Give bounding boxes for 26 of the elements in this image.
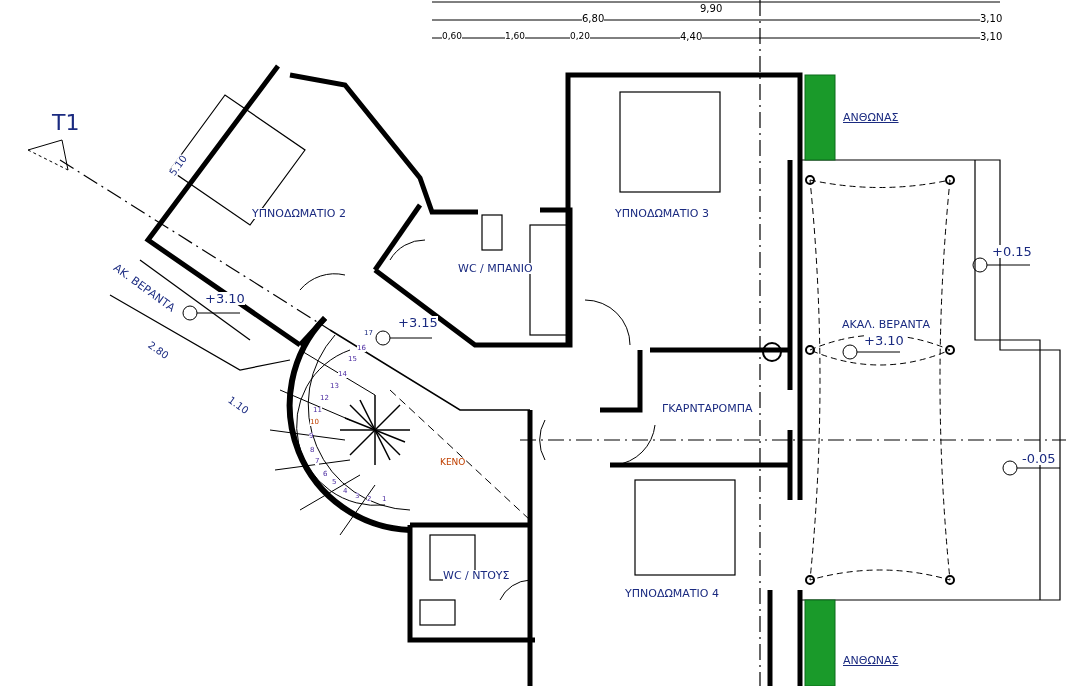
dimension-text: 0,60 xyxy=(442,32,463,41)
level-label: +3.15 xyxy=(398,316,438,329)
dimension-text: 4,40 xyxy=(680,32,703,42)
area-label: ΑΚΑΛ. ΒΕΡΑΝΤΑ xyxy=(842,319,930,330)
room-label: WC / ΜΠΑΝΙΟ xyxy=(458,263,533,274)
room-label: ΥΠΝΟΔΩΜΑΤΙΟ 2 xyxy=(252,208,346,219)
room-label: ΥΠΝΟΔΩΜΑΤΙΟ 4 xyxy=(625,588,719,599)
room-label: ΥΠΝΟΔΩΜΑΤΙΟ 3 xyxy=(615,208,709,219)
room-label: ΓΚΑΡΝΤΑΡΟΜΠΑ xyxy=(662,403,753,414)
level-label: -0.05 xyxy=(1022,452,1056,465)
level-label: +3.10 xyxy=(864,334,904,347)
dimension-text: 6,80 xyxy=(582,14,605,24)
room-label: WC / ΝΤΟΥΣ xyxy=(443,570,510,581)
dimension-text: 1,60 xyxy=(505,32,526,41)
dimension-text: 0,20 xyxy=(570,32,591,41)
level-label: +0.15 xyxy=(992,245,1032,258)
area-label: ΑΝΘΩΝΑΣ xyxy=(843,655,899,666)
dimension-text: 3,10 xyxy=(980,32,1003,42)
dimension-text: 9,90 xyxy=(700,4,723,14)
dimension-text: 3,10 xyxy=(980,14,1003,24)
level-label: +3.10 xyxy=(205,292,245,305)
dimension-text: 1.10 xyxy=(226,395,250,417)
dimension-text: 2.80 xyxy=(146,340,170,362)
section-mark: T1 xyxy=(52,112,80,134)
area-label: ΑΝΘΩΝΑΣ xyxy=(843,112,899,123)
area-label: ΚΕΝΟ xyxy=(440,458,466,467)
